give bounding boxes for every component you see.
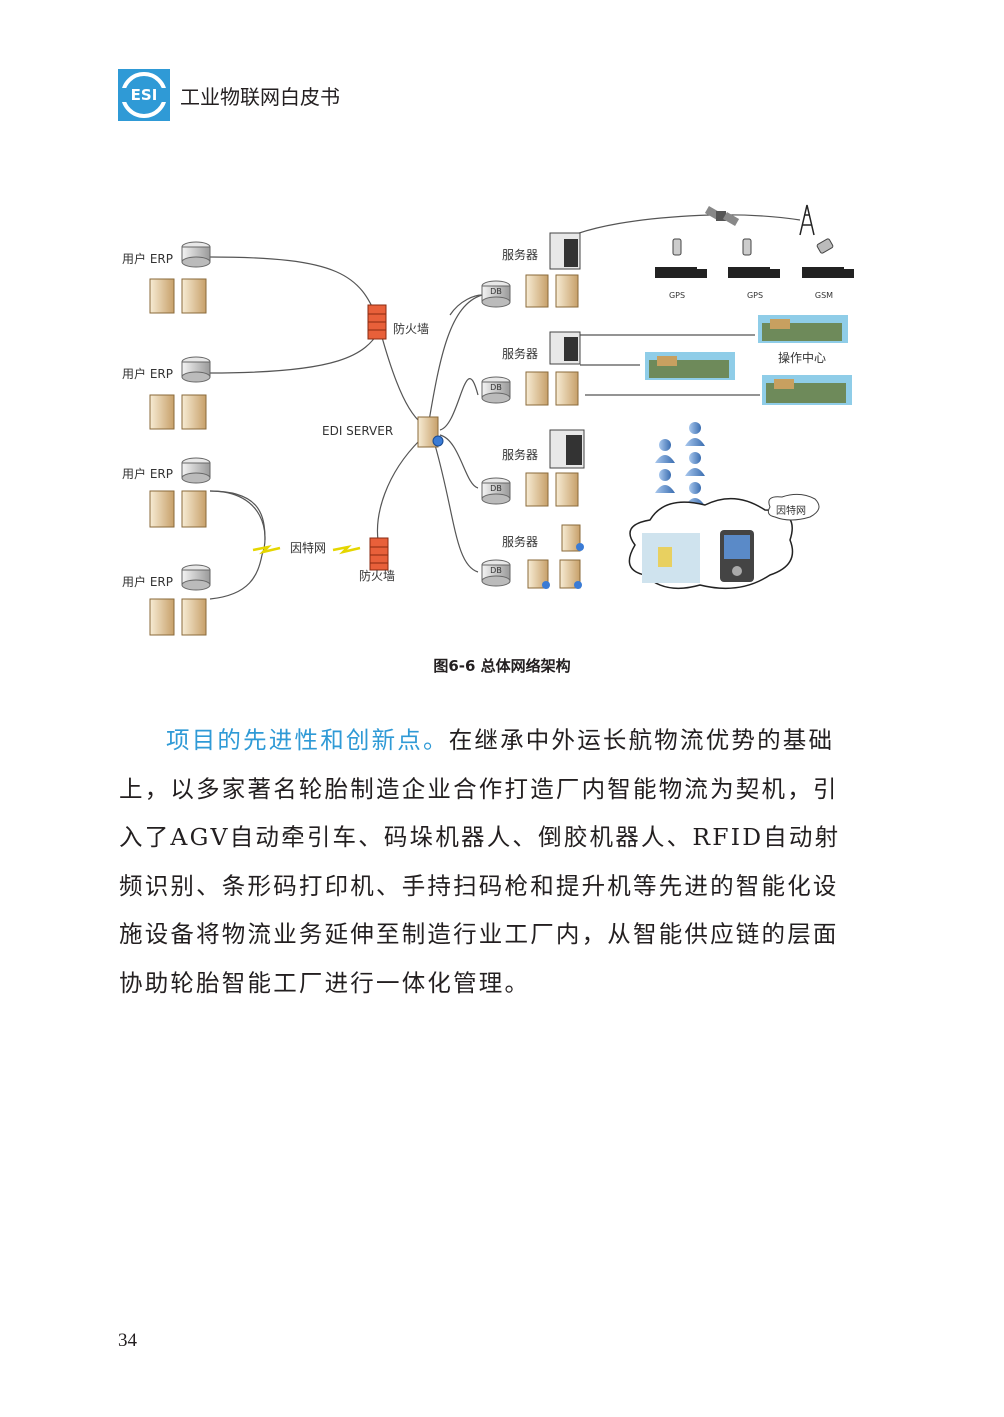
logo-text: ESI [131, 86, 158, 104]
server-box-icon [525, 274, 549, 308]
lightning-icon [252, 544, 281, 555]
server-box-icon [181, 278, 207, 314]
truck-icon [728, 267, 770, 278]
server-row-1: 服务器 DB [481, 232, 581, 308]
network-globe-icon [432, 435, 444, 447]
vehicle-label: GSM [815, 291, 833, 300]
paragraph-highlight: 项目的先进性和创新点。 [166, 726, 449, 754]
server-label: 服务器 [502, 447, 538, 462]
user-erp-group-1: 用户 ERP [122, 241, 211, 314]
satellite-icon [704, 206, 740, 226]
users-group [655, 422, 705, 506]
person-icon [685, 422, 705, 446]
server-box-icon [149, 490, 175, 528]
operations-center-label: 操作中心 [778, 350, 826, 365]
server-box-icon [149, 278, 175, 314]
person-icon [655, 469, 675, 493]
truck-icon [655, 267, 697, 278]
user-erp-label: 用户 ERP [122, 466, 173, 481]
server-box-icon [555, 472, 579, 507]
server-box-icon [527, 559, 549, 589]
server-box-icon [561, 524, 581, 552]
mobile-phone-icon [742, 238, 752, 256]
server-box-icon [181, 490, 207, 528]
antenna-tower-icon [799, 204, 815, 236]
truck-icon [802, 267, 844, 278]
server-label: 服务器 [502, 346, 538, 361]
body-paragraph: 项目的先进性和创新点。在继承中外运长航物流优势的基础上，以多家著名轮胎制造企业合… [119, 716, 859, 1007]
firewall-label: 防火墙 [393, 321, 429, 336]
server-label: 服务器 [502, 534, 538, 549]
edi-server: EDI SERVER [322, 416, 444, 448]
vehicle-gps-1: GPS [655, 238, 707, 300]
vehicle-label: GPS [669, 291, 685, 300]
firewall-top: 防火墙 [367, 304, 429, 340]
person-icon [685, 452, 705, 476]
firewall-bottom: 防火墙 [359, 537, 395, 583]
server-row-2: 服务器 DB [481, 331, 581, 406]
page-header: ESI 工业物联网白皮书 [118, 68, 340, 122]
server-box-icon [555, 371, 579, 406]
person-icon [655, 439, 675, 463]
db-label: DB [490, 287, 502, 296]
db-label: DB [490, 383, 502, 392]
mobile-phone-icon [672, 238, 682, 256]
figure-caption: 图6-6 总体网络架构 [433, 657, 571, 675]
lightning-icon [332, 544, 361, 555]
user-erp-group-2: 用户 ERP [122, 356, 211, 430]
server-box-icon [555, 274, 579, 308]
warehouse-image-1 [758, 315, 848, 343]
firewall-icon [369, 537, 389, 571]
user-erp-group-3: 用户 ERP [122, 457, 211, 528]
page-number: 34 [118, 1330, 137, 1351]
db-label: DB [490, 566, 502, 575]
server-box-icon [149, 394, 175, 430]
network-architecture-diagram: 用户 ERP 用户 ERP 用户 ERP 用户 ERP [122, 204, 854, 636]
internet-label: 因特网 [290, 540, 326, 555]
user-erp-label: 用户 ERP [122, 574, 173, 589]
firewall-label: 防火墙 [359, 568, 395, 583]
warehouse-image-2 [645, 352, 735, 380]
server-box-icon [525, 371, 549, 406]
user-erp-label: 用户 ERP [122, 251, 173, 266]
server-box-icon [559, 559, 581, 589]
vehicle-gps-2: GPS [728, 238, 780, 300]
internet-cloud: 因特网 [628, 493, 820, 590]
server-row-3: 服务器 DB [481, 429, 585, 507]
internet-link: 因特网 [252, 540, 361, 555]
connection-lines [209, 214, 801, 600]
db-label: DB [490, 484, 502, 493]
server-box-icon [181, 394, 207, 430]
vehicle-gsm: GSM [802, 238, 854, 300]
vehicle-label: GPS [747, 291, 763, 300]
server-box-icon [181, 598, 207, 636]
paragraph-text: 在继承中外运长航物流优势的基础上，以多家著名轮胎制造企业合作打造厂内智能物流为契… [119, 726, 841, 997]
edi-server-label: EDI SERVER [322, 424, 393, 438]
header-title: 工业物联网白皮书 [180, 84, 340, 109]
esi-logo: ESI [118, 69, 170, 121]
user-erp-group-4: 用户 ERP [122, 564, 211, 636]
user-erp-label: 用户 ERP [122, 366, 173, 381]
warehouse-image-3 [762, 375, 852, 405]
server-label: 服务器 [502, 247, 538, 262]
internet-cloud-label: 因特网 [776, 505, 806, 517]
server-box-icon [149, 598, 175, 636]
server-box-icon [525, 472, 549, 507]
server-row-4: 服务器 DB [481, 524, 584, 589]
mobile-phone-icon [816, 238, 834, 254]
